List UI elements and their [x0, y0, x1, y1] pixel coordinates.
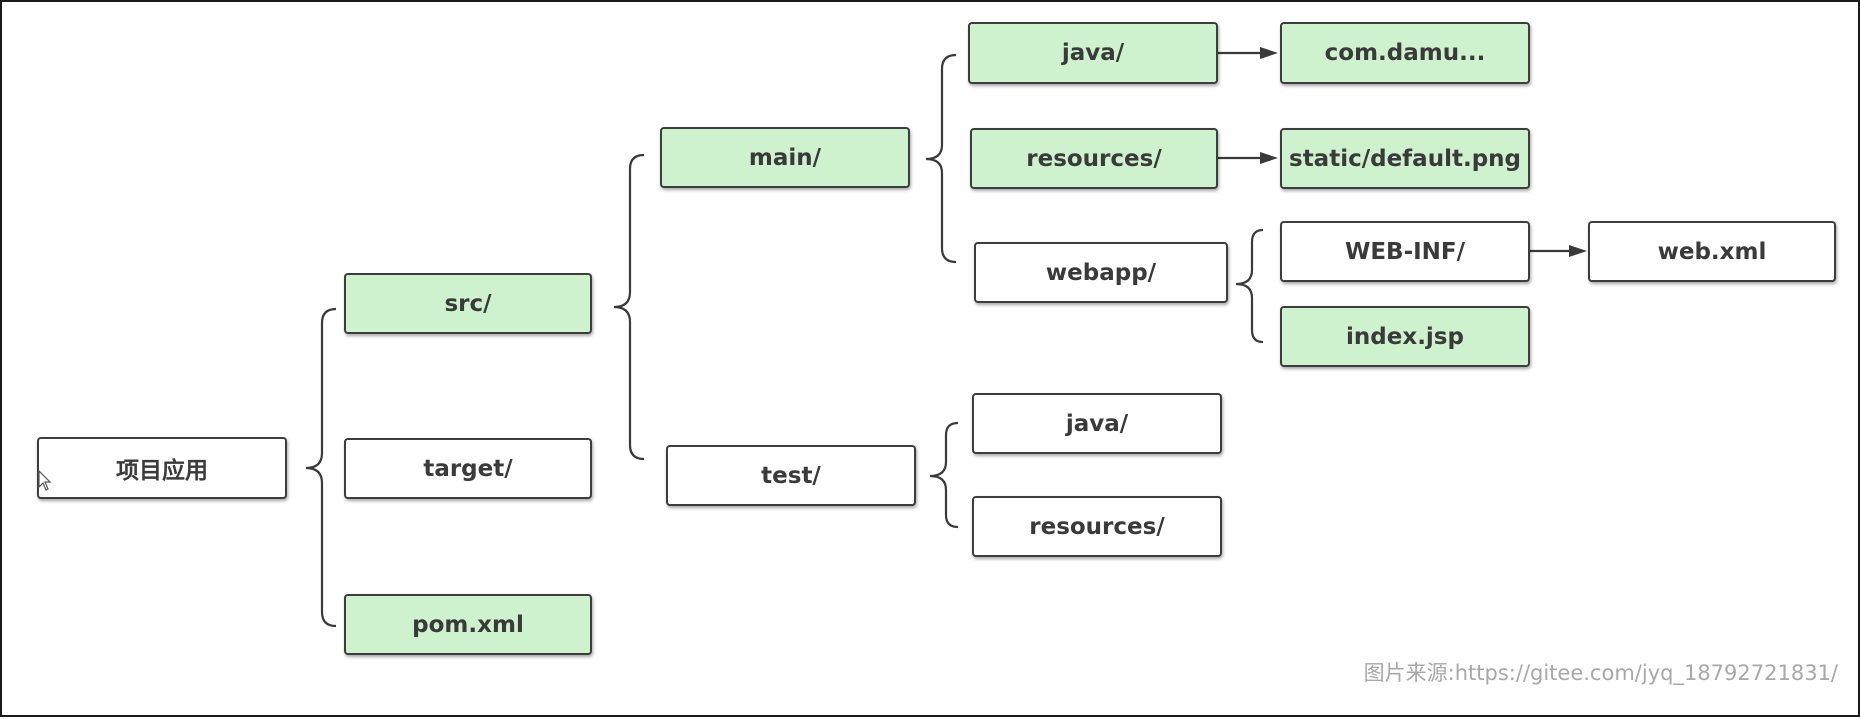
node-main-java: java/: [968, 22, 1218, 84]
node-webapp: webapp/: [974, 242, 1228, 303]
node-test-java: java/: [972, 393, 1222, 454]
mouse-cursor-icon: [38, 470, 52, 491]
arrowhead-webxml: [1569, 245, 1587, 257]
node-src: src/: [344, 273, 592, 334]
node-test-resources: resources/: [972, 496, 1222, 557]
node-index-jsp: index.jsp: [1280, 306, 1530, 367]
node-pom-xml: pom.xml: [344, 594, 592, 655]
node-main: main/: [660, 127, 910, 188]
arrowhead-comdamu: [1260, 47, 1278, 59]
node-target: target/: [344, 438, 592, 499]
brace-webapp: [1235, 228, 1264, 344]
node-web-inf: WEB-INF/: [1280, 221, 1530, 282]
brace-src: [613, 153, 645, 461]
brace-root: [305, 307, 337, 628]
node-project-root: 项目应用: [37, 437, 287, 499]
node-static-default-png: static/default.png: [1280, 128, 1530, 189]
node-main-resources: resources/: [970, 128, 1218, 189]
brace-test: [929, 421, 959, 529]
arrowhead-static: [1260, 152, 1278, 164]
node-web-xml: web.xml: [1588, 221, 1836, 282]
image-source-caption: 图片来源:https://gitee.com/jyq_18792721831/: [1363, 661, 1838, 685]
node-test: test/: [666, 445, 916, 506]
node-com-damu: com.damu...: [1280, 22, 1530, 84]
brace-main: [925, 53, 957, 264]
